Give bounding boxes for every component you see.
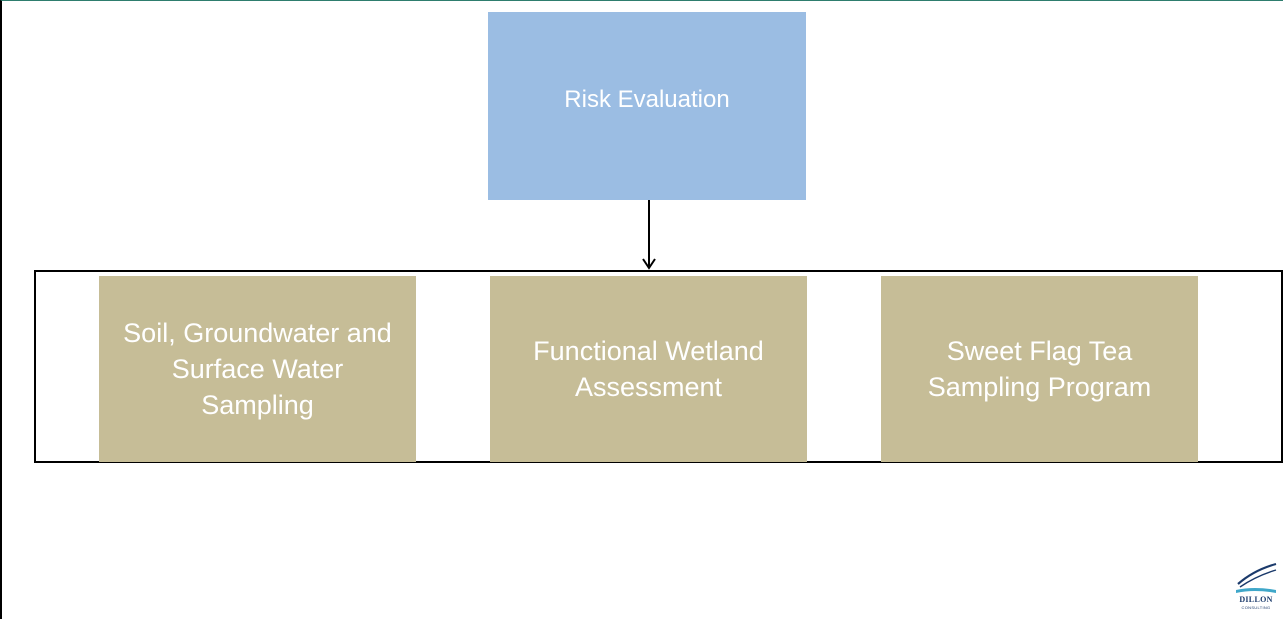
functional-wetland-assessment-node: Functional Wetland Assessment — [490, 276, 807, 462]
sweet-flag-tea-sampling-node: Sweet Flag Tea Sampling Program — [881, 276, 1198, 462]
child-label: Soil, Groundwater and Surface Water Samp… — [123, 318, 392, 420]
child-label: Sweet Flag Tea Sampling Program — [927, 336, 1152, 402]
dillon-logo-icon — [1236, 562, 1277, 593]
soil-groundwater-sampling-node: Soil, Groundwater and Surface Water Samp… — [99, 276, 416, 462]
child-label: Functional Wetland Assessment — [533, 336, 764, 402]
risk-evaluation-label: Risk Evaluation — [564, 86, 730, 113]
logo-subtitle: CONSULTING — [1241, 605, 1271, 610]
logo-name: DILLON — [1239, 595, 1273, 604]
risk-evaluation-node: Risk Evaluation — [488, 12, 806, 200]
